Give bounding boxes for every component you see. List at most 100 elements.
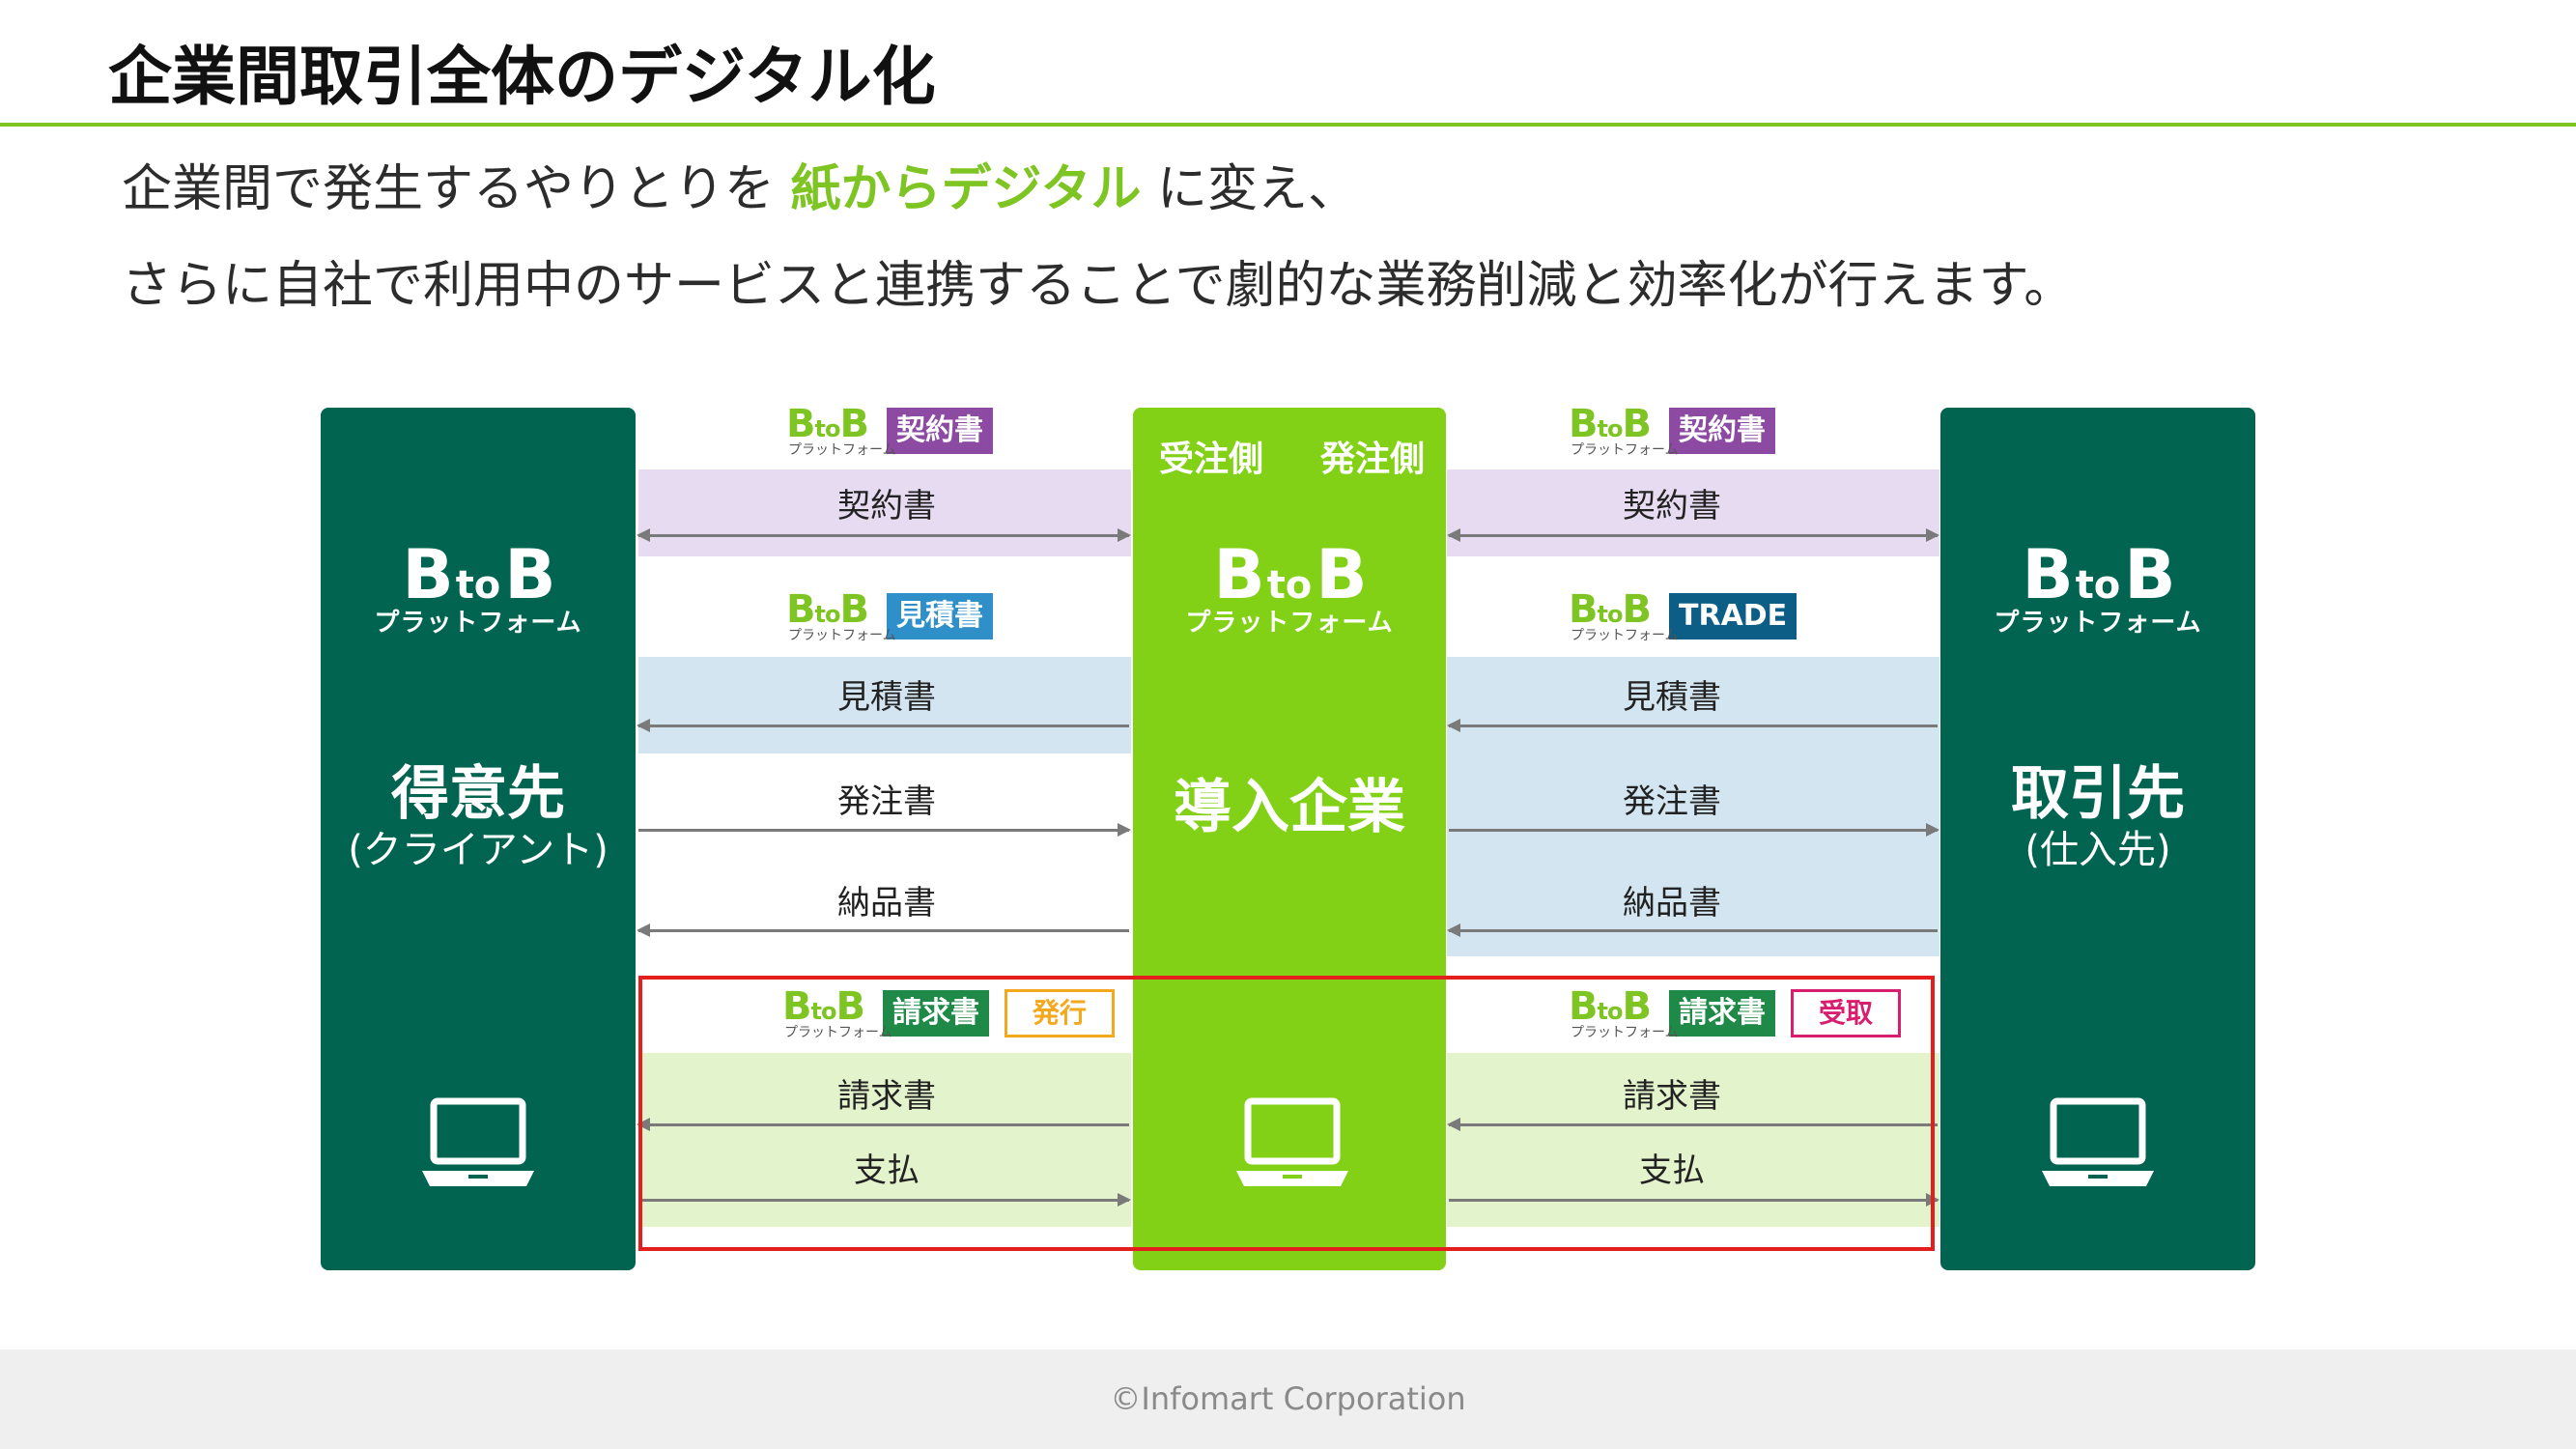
invoice-highlight-frame <box>638 976 1935 1251</box>
btob-logo-b: B <box>504 535 555 614</box>
chip-trade-right: BtoB プラットフォーム TRADE <box>1569 590 1798 643</box>
btob-logo-sub: プラットフォーム <box>784 1025 892 1040</box>
chip-contract-right: BtoB プラットフォーム 契約書 <box>1569 405 1775 458</box>
invoice-band-left <box>638 1053 1131 1227</box>
btob-logo-b: B <box>402 535 453 614</box>
trade-tag: TRADE <box>1669 593 1798 639</box>
btob-logo-to: to <box>2075 563 2121 608</box>
chip-invoice-left: BtoB プラットフォーム 請求書 発行 <box>782 987 1116 1040</box>
btob-logo-b: B <box>1569 402 1598 446</box>
supplier-name: 取引先 <box>2011 760 2185 828</box>
btob-logo-b: B <box>835 984 864 1029</box>
supplier-subname: (仕入先) <box>2024 828 2171 872</box>
invoice-tag: 請求書 <box>883 990 989 1037</box>
client-subname: (クライアント) <box>348 828 609 872</box>
supplier-column <box>1940 408 2255 1270</box>
footer-bar <box>0 1350 2576 1449</box>
btob-logo-sub: プラットフォーム <box>374 609 582 638</box>
btob-logo-b: B <box>786 587 815 632</box>
flow-label: 見積書 <box>1623 678 1721 717</box>
flow-label: 発注書 <box>837 782 936 821</box>
estimate-band-left <box>638 657 1131 753</box>
title-underline <box>0 123 2576 127</box>
flow-arrow-left <box>1447 719 1938 732</box>
btob-mini-logo: BtoB プラットフォーム <box>1569 987 1679 1040</box>
flow-label: 契約書 <box>837 487 936 526</box>
flow-label: 納品書 <box>837 884 936 923</box>
btob-logo-b: B <box>1569 587 1598 632</box>
footer-copyright: ©Infomart Corporation <box>1110 1380 1466 1417</box>
contract-tag: 契約書 <box>1669 408 1775 454</box>
btob-logo-to: to <box>814 601 841 628</box>
client-column <box>321 408 636 1270</box>
flow-arrow-both <box>637 528 1131 542</box>
flow-label: 請求書 <box>837 1077 936 1116</box>
btob-logo-sub: プラットフォーム <box>788 442 896 458</box>
btob-logo-to: to <box>1597 998 1624 1025</box>
btob-mini-logo: BtoB プラットフォーム <box>782 987 892 1040</box>
lead-highlight: 紙からデジタル <box>790 160 1142 218</box>
lead-line-1: 企業間で発生するやりとりを 紙からデジタル に変え、 <box>122 156 1358 222</box>
slide-title: 企業間取引全体のデジタル化 <box>108 40 936 114</box>
laptop-icon <box>1236 1097 1348 1186</box>
company-name: 導入企業 <box>1174 774 1405 841</box>
flow-arrow-right <box>1449 823 1939 837</box>
client-name: 得意先 <box>391 760 565 828</box>
flow-label: 請求書 <box>1623 1077 1721 1116</box>
invoice-band-right <box>1447 1053 1939 1227</box>
flow-arrow-left <box>637 719 1129 732</box>
btob-logo-sub: プラットフォーム <box>1571 442 1679 458</box>
lead-line-1-before: 企業間で発生するやりとりを <box>122 160 776 218</box>
receiving-side-label: 受注側 <box>1159 440 1264 479</box>
btob-mini-logo: BtoB プラットフォーム <box>786 405 896 458</box>
btob-logo-b: B <box>786 402 815 446</box>
flow-arrow-left <box>1447 1118 1938 1131</box>
chip-invoice-right: BtoB プラットフォーム 請求書 受取 <box>1569 987 1902 1040</box>
contract-tag: 契約書 <box>887 408 993 454</box>
receive-badge: 受取 <box>1791 989 1902 1037</box>
btob-logo-sub: プラットフォーム <box>1571 1025 1679 1040</box>
btob-mini-logo: BtoB プラットフォーム <box>1569 405 1679 458</box>
btob-logo-b: B <box>839 587 868 632</box>
flow-label: 納品書 <box>1623 884 1721 923</box>
chip-contract-left: BtoB プラットフォーム 契約書 <box>786 405 993 458</box>
chip-estimate-left: BtoB プラットフォーム 見積書 <box>786 590 993 643</box>
btob-logo-b: B <box>2022 535 2073 614</box>
trade-band-right <box>1447 657 1939 956</box>
btob-logo-b: B <box>2124 535 2175 614</box>
flow-arrow-left <box>1447 923 1938 937</box>
contract-band-right <box>1447 469 1939 556</box>
btob-logo-b: B <box>1622 587 1651 632</box>
invoice-tag: 請求書 <box>1669 990 1775 1037</box>
btob-logo-b: B <box>1316 535 1367 614</box>
laptop-icon <box>2042 1097 2154 1186</box>
btob-logo-to: to <box>455 563 501 608</box>
btob-logo-b: B <box>782 984 811 1029</box>
btob-logo-to: to <box>1597 415 1624 442</box>
btob-logo-to: to <box>1597 601 1624 628</box>
btob-logo-b: B <box>1569 984 1598 1029</box>
flow-arrow-right <box>638 1193 1131 1207</box>
estimate-tag: 見積書 <box>887 593 993 639</box>
laptop-icon <box>422 1097 534 1186</box>
ordering-side-label: 発注側 <box>1320 440 1426 479</box>
flow-arrow-both <box>1447 528 1939 542</box>
flow-label: 見積書 <box>837 678 936 717</box>
btob-logo-to: to <box>810 998 837 1025</box>
lead-line-1-after: に変え、 <box>1157 160 1359 218</box>
lead-line-2: さらに自社で利用中のサービスと連携することで劇的な業務削減と効率化が行えます。 <box>122 257 2075 315</box>
flow-label: 発注書 <box>1623 782 1721 821</box>
btob-logo-sub: プラットフォーム <box>788 628 896 643</box>
flow-label: 契約書 <box>1623 487 1721 526</box>
btob-logo-b: B <box>1622 984 1651 1029</box>
contract-band-left <box>638 469 1131 556</box>
flow-label: 支払 <box>854 1151 920 1190</box>
btob-logo-b: B <box>1622 402 1651 446</box>
btob-logo-sub: プラットフォーム <box>1994 609 2202 638</box>
btob-logo-sub: プラットフォーム <box>1571 628 1679 643</box>
btob-logo-to: to <box>814 415 841 442</box>
